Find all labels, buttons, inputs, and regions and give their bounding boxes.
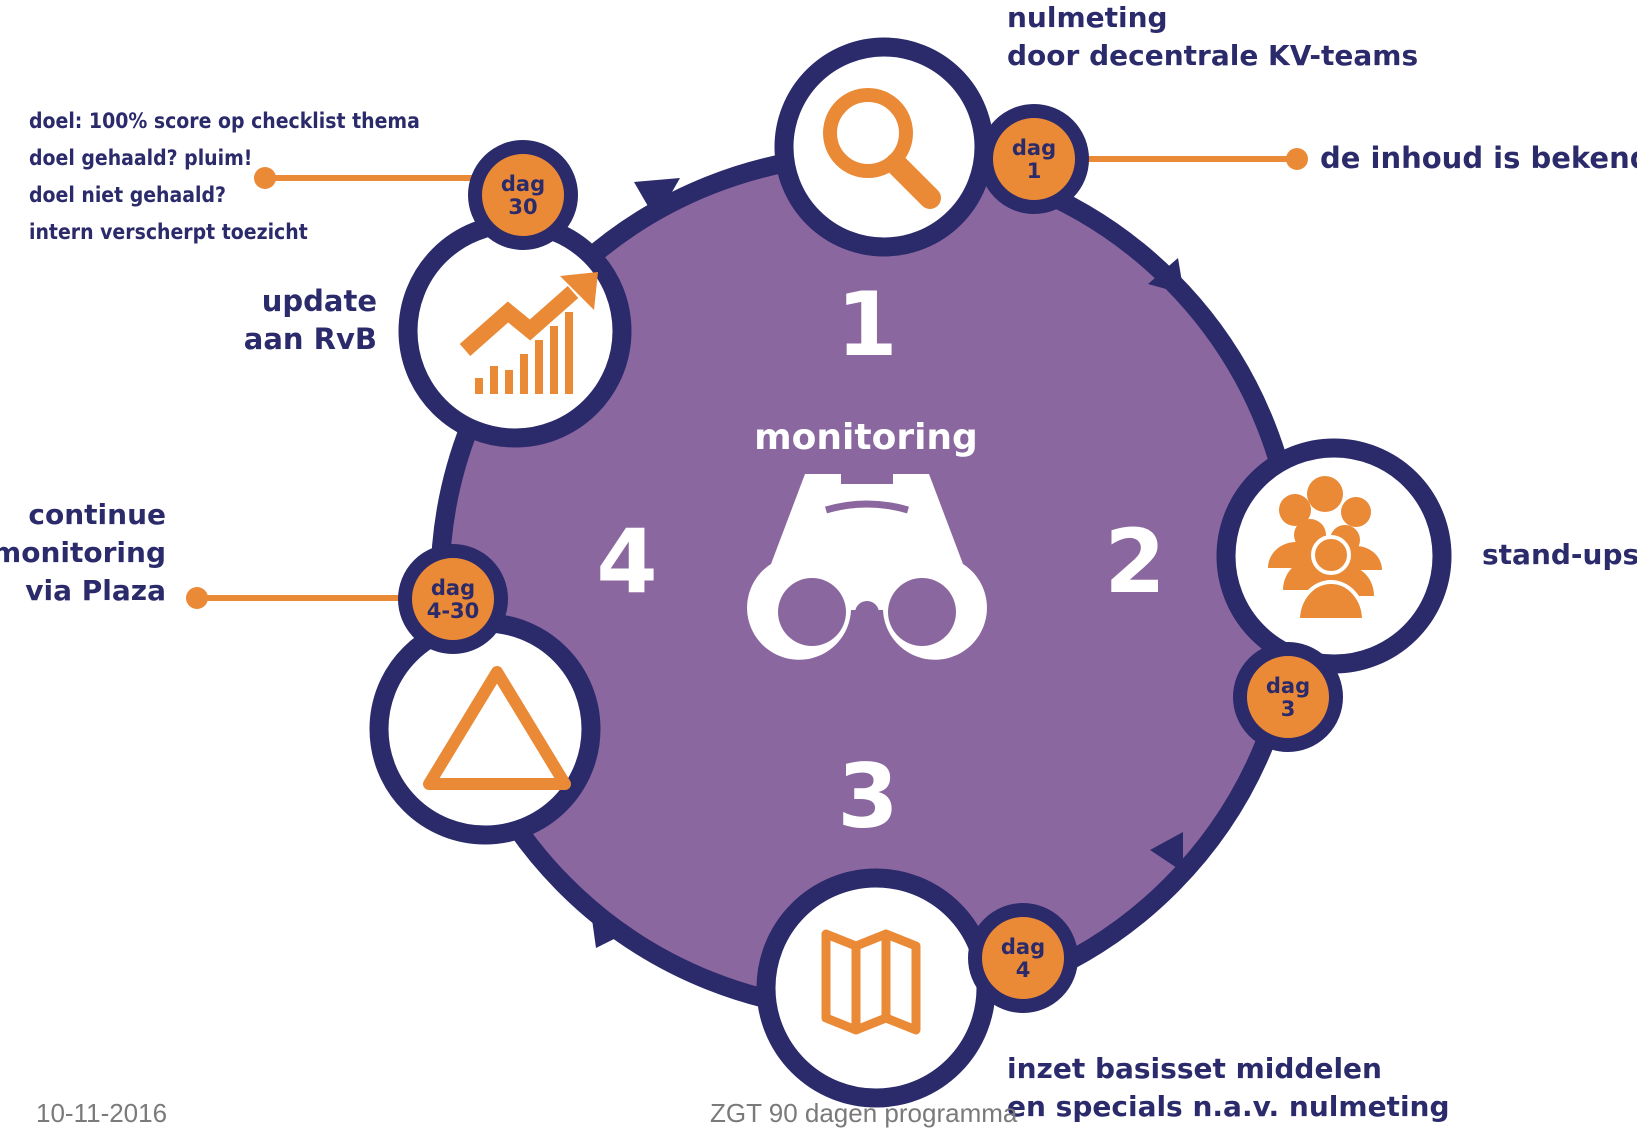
step-5-node [398, 214, 632, 448]
triangle-icon [423, 666, 571, 790]
footer-date: 10-11-2016 [36, 1098, 168, 1128]
step-number-2: 2 [1104, 510, 1165, 613]
svg-text:dag: dag [1001, 935, 1045, 959]
svg-text:dag: dag [501, 172, 545, 196]
badge-dag-30: dag 30 [468, 140, 578, 250]
label-doel-line4: intern verscherpt toezicht [29, 220, 308, 244]
step-number-4: 4 [596, 510, 657, 613]
badge-dag-1: dag 1 [979, 104, 1089, 214]
trend-chart-icon [459, 272, 598, 394]
svg-text:4-30: 4-30 [427, 599, 480, 623]
label-standups: stand-ups [1482, 538, 1637, 571]
magnifier-icon [823, 88, 941, 209]
cycle-arrow-icon [590, 905, 632, 948]
badge-dag-4-30: dag 4-30 [398, 544, 508, 654]
binoculars-icon [747, 474, 987, 660]
badge-dag-4: dag 4 [968, 903, 1078, 1013]
svg-text:dag: dag [1266, 674, 1310, 698]
map-icon [821, 929, 921, 1035]
step-number-3: 3 [837, 745, 898, 848]
svg-text:dag: dag [1012, 136, 1056, 160]
step-4-node [369, 613, 601, 845]
step-3-node [756, 868, 996, 1108]
connectors [186, 148, 1308, 609]
people-group-icon [1268, 476, 1382, 622]
svg-text:4: 4 [1016, 958, 1031, 982]
label-doel-line2: doel gehaald? pluim! [29, 146, 252, 170]
label-continue-line1: continue [28, 498, 166, 531]
step-number-1: 1 [836, 273, 897, 376]
label-doel-line3: doel niet gehaald? [29, 183, 226, 207]
label-nulmeting-line1: nulmeting [1007, 1, 1168, 34]
cycle-arrow-icon [634, 178, 680, 220]
svg-text:30: 30 [508, 195, 537, 219]
badge-dag-3: dag 3 [1233, 642, 1343, 752]
label-nulmeting-line2: door decentrale KV-teams [1007, 39, 1418, 72]
cycle-arrow-icon [1148, 258, 1184, 294]
label-doel-line1: doel: 100% score op checklist thema [29, 109, 420, 133]
label-update-line2: aan RvB [244, 322, 377, 356]
svg-text:1: 1 [1027, 159, 1042, 183]
label-inzet-line1: inzet basisset middelen [1007, 1052, 1382, 1085]
label-inzet-line2: en specials n.a.v. nulmeting [1007, 1090, 1450, 1123]
svg-text:dag: dag [431, 576, 475, 600]
center-title: monitoring [754, 417, 978, 458]
label-continue-line2: monitoring [0, 536, 166, 569]
label-continue-line3: via Plaza [25, 574, 166, 607]
label-update-line1: update [262, 284, 377, 318]
cycle-arrow-icon [1150, 832, 1183, 872]
step-1-node [774, 37, 994, 257]
label-inhoud: de inhoud is bekend [1320, 141, 1637, 175]
svg-text:3: 3 [1281, 697, 1296, 721]
footer-program: ZGT 90 dagen programma [710, 1098, 1018, 1128]
